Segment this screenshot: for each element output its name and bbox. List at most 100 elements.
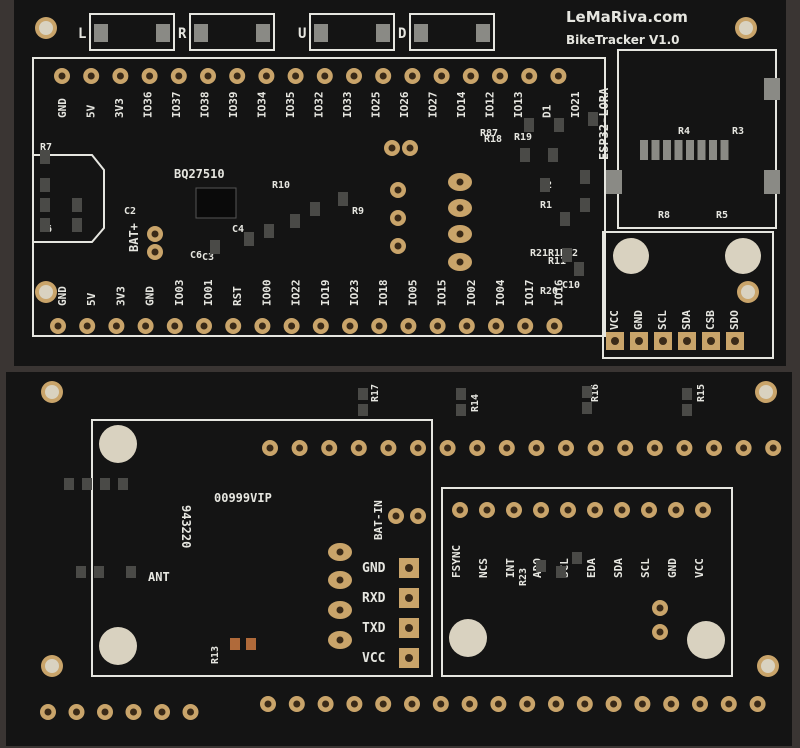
via-pad-drill — [394, 214, 402, 222]
oval-pad-drill — [336, 636, 344, 644]
bottom-left-pin-drill — [158, 708, 166, 716]
top-upper-pin-drill — [146, 72, 154, 80]
imu-pin-drill — [618, 506, 626, 514]
connector-pin-label: GND — [632, 310, 645, 330]
bottom-header-lower — [260, 696, 766, 712]
ref-label: R8 — [658, 210, 670, 221]
large-hole — [687, 621, 725, 659]
top-header-lower — [50, 318, 563, 334]
ref-label: C6 — [190, 250, 202, 261]
top-upper-pin-drill — [321, 72, 329, 80]
smd-part — [118, 478, 128, 490]
ref-label: R18 — [484, 134, 502, 145]
ref-label: C10 — [562, 280, 580, 291]
top-upper-pin-label: IO21 — [569, 91, 582, 118]
smd-part — [290, 214, 300, 228]
bottom-lower-pin-drill — [523, 700, 531, 708]
button-u-pad-right — [376, 24, 390, 42]
top-upper-pin-label: IO37 — [170, 92, 183, 119]
connector-pin-label: CSB — [704, 310, 717, 330]
bottom-left-pin-drill — [101, 708, 109, 716]
sd-tab-pad — [606, 170, 622, 194]
top-lower-pin-label: IO22 — [290, 280, 303, 307]
bottom-lower-pin-drill — [552, 700, 560, 708]
button-r-pad-right — [256, 24, 270, 42]
top-lower-pin-label: IO19 — [319, 280, 332, 307]
button-d-pad-right — [476, 24, 490, 42]
top-upper-pin-label: IO34 — [256, 91, 269, 118]
top-upper-pin-label: 3V3 — [113, 98, 126, 118]
smd-part — [40, 218, 50, 232]
battery-in-pad-drill — [392, 512, 400, 520]
imu-pin-label: INT — [504, 558, 517, 578]
mount-hole-center — [45, 385, 59, 399]
sd-pads — [606, 78, 780, 194]
resistor-r13-pad — [230, 638, 240, 650]
sd-contact-pad — [697, 140, 706, 160]
oval-pad-drill — [456, 204, 464, 212]
button-l-pad-right — [156, 24, 170, 42]
imu-pin-label: VCC — [693, 558, 706, 578]
ref-label: R17 — [370, 384, 381, 402]
button-d-outline — [409, 13, 495, 51]
imu-pin-label: SCL — [639, 558, 652, 578]
smd-part — [682, 404, 692, 416]
ref-label: R9 — [352, 206, 364, 217]
top-upper-pin-drill — [58, 72, 66, 80]
bottom-header-left — [40, 704, 199, 720]
bottom-upper-pin-drill — [621, 444, 629, 452]
serial-pin-drill — [405, 564, 413, 572]
top-header-upper — [54, 68, 567, 84]
imu-pin-label: EDA — [585, 558, 598, 578]
bottom-left-pin-drill — [187, 708, 194, 716]
top-lower-pin-label: 3V3 — [114, 286, 127, 306]
top-mount-holes — [35, 17, 759, 303]
serial-pin-drill — [405, 624, 413, 632]
bottom-upper-pin-drill — [592, 444, 600, 452]
top-upper-pin-drill — [554, 72, 562, 80]
bottom-upper-pin-drill — [473, 444, 481, 452]
smd-part — [562, 248, 572, 262]
bottom-lower-pin-drill — [696, 700, 704, 708]
product-label: BikeTracker V1.0 — [566, 33, 680, 47]
imu-pin-drill — [645, 506, 653, 514]
top-lower-pin-label: 5V — [85, 292, 98, 306]
top-lower-pin-drill — [171, 322, 179, 330]
imu-pin-drill — [510, 506, 518, 514]
mount-hole-center — [741, 285, 755, 299]
bottom-upper-pin-drill — [740, 444, 748, 452]
smd-part — [582, 402, 592, 414]
top-upper-pin-label: IO27 — [427, 92, 440, 119]
sd-tab-pad — [764, 78, 780, 100]
bottom-lower-pin-drill — [408, 700, 416, 708]
bottom-upper-pin-drill — [532, 444, 540, 452]
battery-pad-drill — [151, 230, 159, 238]
smd-part — [548, 148, 558, 162]
top-upper-pin-label: IO32 — [313, 92, 326, 119]
top-lower-pin-drill — [375, 322, 383, 330]
top-upper-pin-label: IO26 — [398, 91, 411, 118]
sd-card-outline — [617, 49, 777, 229]
bottom-left-pin-drill — [44, 708, 52, 716]
top-lower-pin-label: IO00 — [260, 280, 273, 307]
button-r-pad-left — [194, 24, 208, 42]
top-upper-pin-label: IO36 — [142, 91, 155, 118]
fuel-gauge-chip — [195, 187, 237, 219]
bottom-upper-pin-drill — [651, 444, 659, 452]
gps-module-outline — [91, 419, 433, 677]
imu-pin-label: GND — [666, 558, 679, 578]
top-upper-pin-drill — [87, 72, 95, 80]
top-lower-pin-label: IO18 — [377, 280, 390, 307]
top-upper-pin-label: IO38 — [199, 92, 212, 119]
bottom-upper-pin-drill — [266, 444, 274, 452]
side-code: 943220 — [179, 505, 193, 548]
battery-pad-drill — [151, 248, 159, 256]
top-upper-pin-drill — [262, 72, 270, 80]
top-upper-pin-drill — [175, 72, 183, 80]
bottom-upper-pin-drill — [325, 444, 333, 452]
